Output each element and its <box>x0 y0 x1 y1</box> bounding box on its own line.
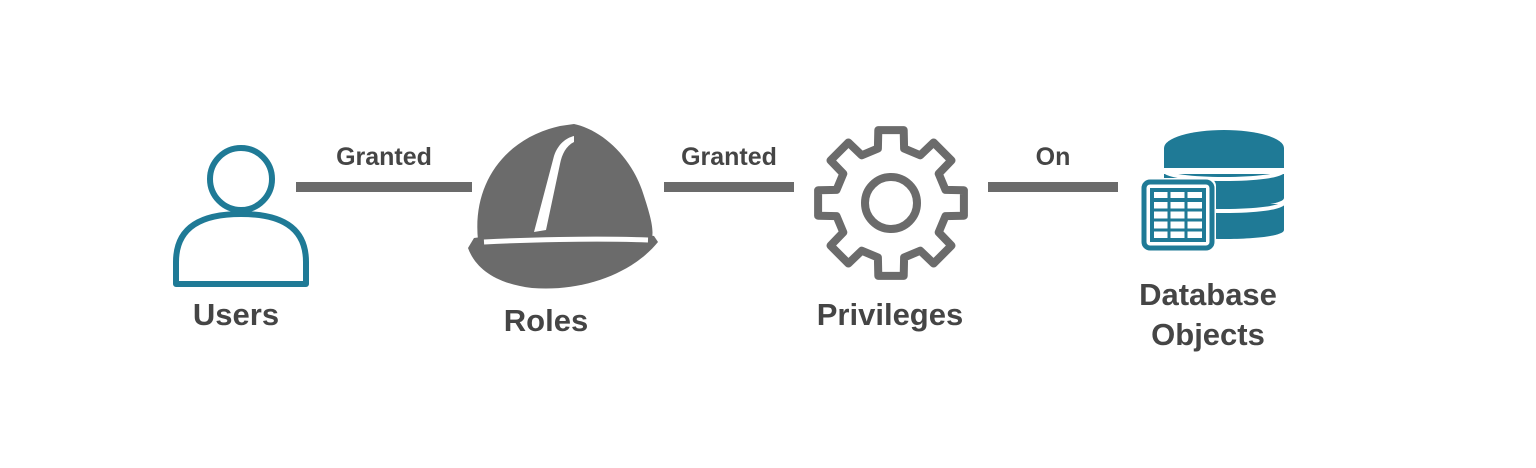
node-label-database-objects-line1: Database <box>1139 277 1277 312</box>
edge-roles-privileges-label: Granted <box>681 143 777 171</box>
node-label-roles: Roles <box>503 303 589 338</box>
edge-users-roles-label: Granted <box>336 143 432 171</box>
edge-roles-privileges-line <box>664 182 794 192</box>
database-table-icon <box>1140 130 1286 252</box>
node-label-database-objects-line2: Objects <box>1151 317 1265 352</box>
edge-privileges-objects-label: On <box>1035 143 1071 171</box>
hard-hat-icon <box>468 124 658 289</box>
gear-icon <box>814 126 968 280</box>
node-label-users: Users <box>192 297 280 332</box>
edge-users-roles-line <box>296 182 472 192</box>
node-label-privileges: Privileges <box>816 297 964 332</box>
edge-privileges-objects-line <box>988 182 1118 192</box>
user-icon <box>173 145 309 287</box>
